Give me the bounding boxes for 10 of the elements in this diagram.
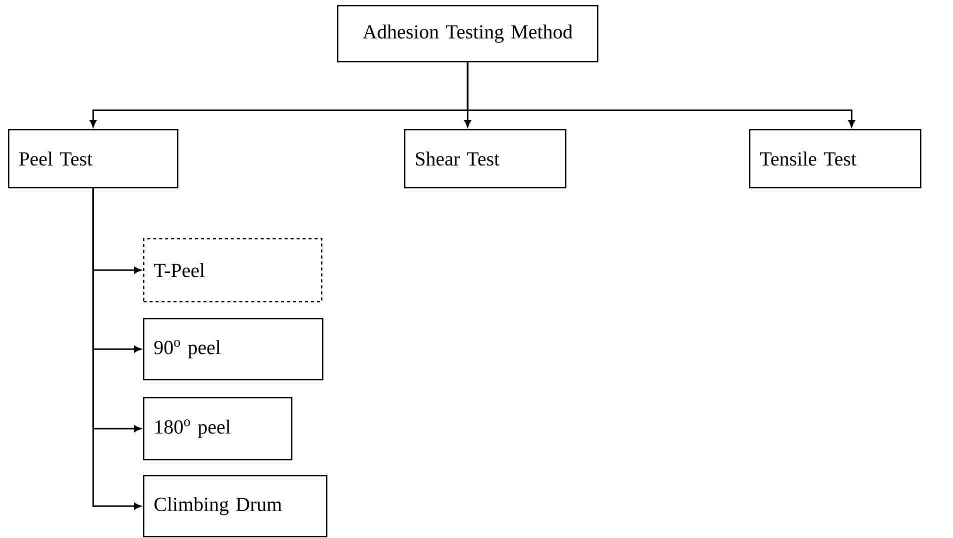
process-box: Peel Test <box>8 129 178 188</box>
dashed-box: T-Peel <box>143 238 322 302</box>
process-box: Shear Test <box>404 129 566 188</box>
arrow <box>92 188 142 510</box>
arrow <box>466 62 855 128</box>
process-box: Adhesion Testing Method <box>337 5 598 62</box>
process-box: Tensile Test <box>749 129 922 188</box>
process-box: 180$^{o}$ peel <box>143 397 292 460</box>
process-box: Climbing Drum <box>143 475 328 538</box>
process-box: 90$^{o}$ peel <box>143 318 324 380</box>
